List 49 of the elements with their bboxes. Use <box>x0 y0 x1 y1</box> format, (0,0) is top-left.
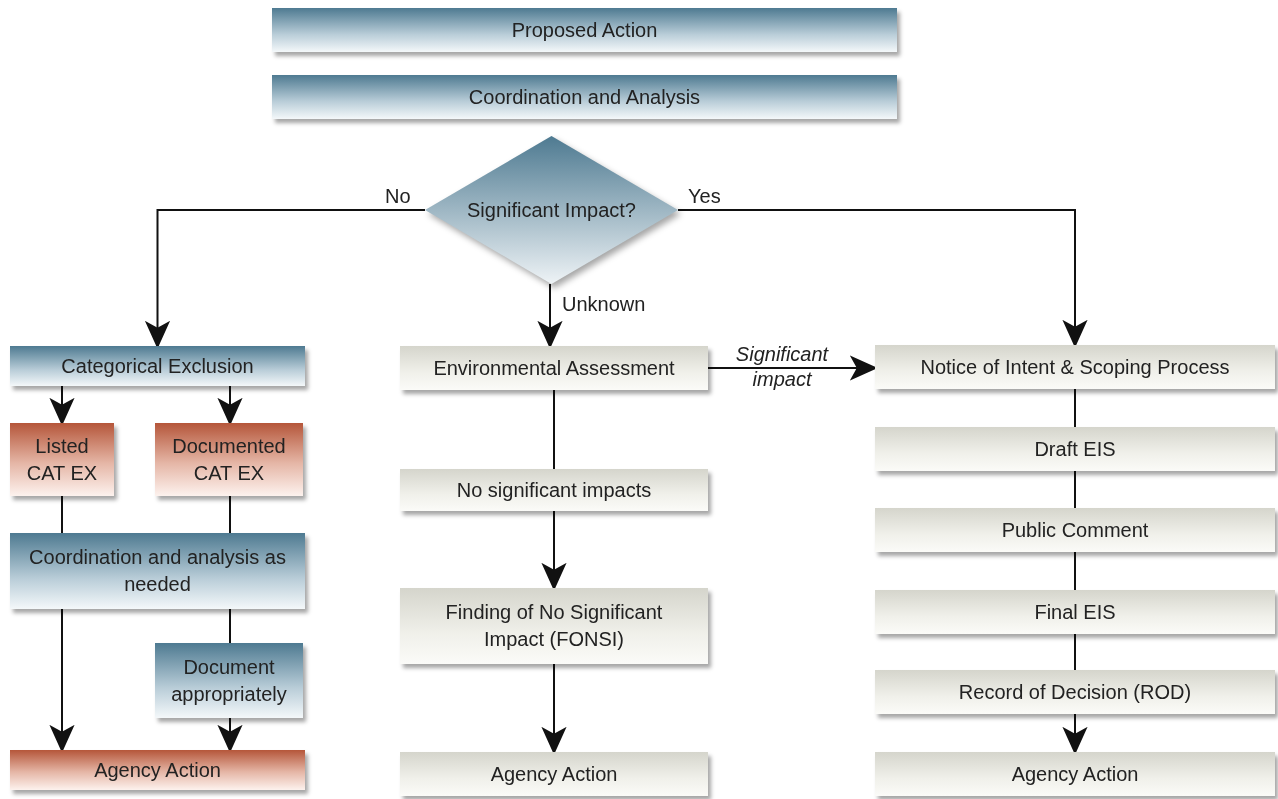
node-text: Documented CAT EX <box>171 433 287 486</box>
process-box <box>10 533 305 609</box>
process-box <box>10 346 305 386</box>
node-text: Coordination and analysis as needed <box>28 545 287 597</box>
node-text: Final EIS <box>1033 599 1117 625</box>
process-box <box>272 8 897 52</box>
node-text: Agency Action <box>489 761 619 787</box>
process-box <box>400 469 708 511</box>
process-box <box>875 508 1275 552</box>
arrow <box>537 283 563 349</box>
arrow <box>1062 713 1088 755</box>
process-box <box>272 75 897 119</box>
process-box <box>400 588 708 664</box>
node-text: Coordination and Analysis <box>467 84 702 110</box>
node-text: Proposed Action <box>510 17 659 43</box>
node-text: Notice of Intent & Scoping Process <box>919 354 1231 380</box>
node-text: Environmental Assessment <box>432 355 676 381</box>
process-box <box>155 423 303 496</box>
process-box <box>875 670 1275 714</box>
process-box <box>400 752 708 796</box>
node-text: Significant Impact? <box>466 197 637 223</box>
node-text: Agency Action <box>93 757 222 783</box>
node-text: Record of Decision (ROD) <box>957 679 1193 705</box>
arrow <box>541 663 567 755</box>
arrow <box>49 385 75 426</box>
arrow <box>49 608 75 753</box>
arrow <box>144 209 426 349</box>
node-text: Agency Action <box>1010 761 1140 787</box>
node-text: Document appropriately <box>170 654 288 707</box>
arrow <box>217 385 243 426</box>
process-box <box>10 750 305 790</box>
arrow <box>217 717 243 753</box>
process-box <box>875 345 1275 389</box>
node-text: Listed CAT EX <box>25 433 99 486</box>
node-text: Finding of No Significant Impact (FONSI) <box>444 600 664 652</box>
process-box <box>10 423 114 496</box>
decision-diamond <box>425 136 678 284</box>
node-text: Draft EIS <box>1033 436 1117 462</box>
arrow <box>677 209 1088 348</box>
process-box <box>400 346 708 390</box>
node-text: Categorical Exclusion <box>60 353 255 379</box>
process-box <box>875 427 1275 471</box>
edge-label: Significant impact <box>734 342 830 392</box>
node-text: No significant impacts <box>455 477 653 503</box>
arrow <box>541 510 567 591</box>
process-box <box>875 590 1275 634</box>
process-box <box>875 752 1275 796</box>
node-text: Public Comment <box>1000 517 1150 543</box>
process-box <box>155 643 303 718</box>
